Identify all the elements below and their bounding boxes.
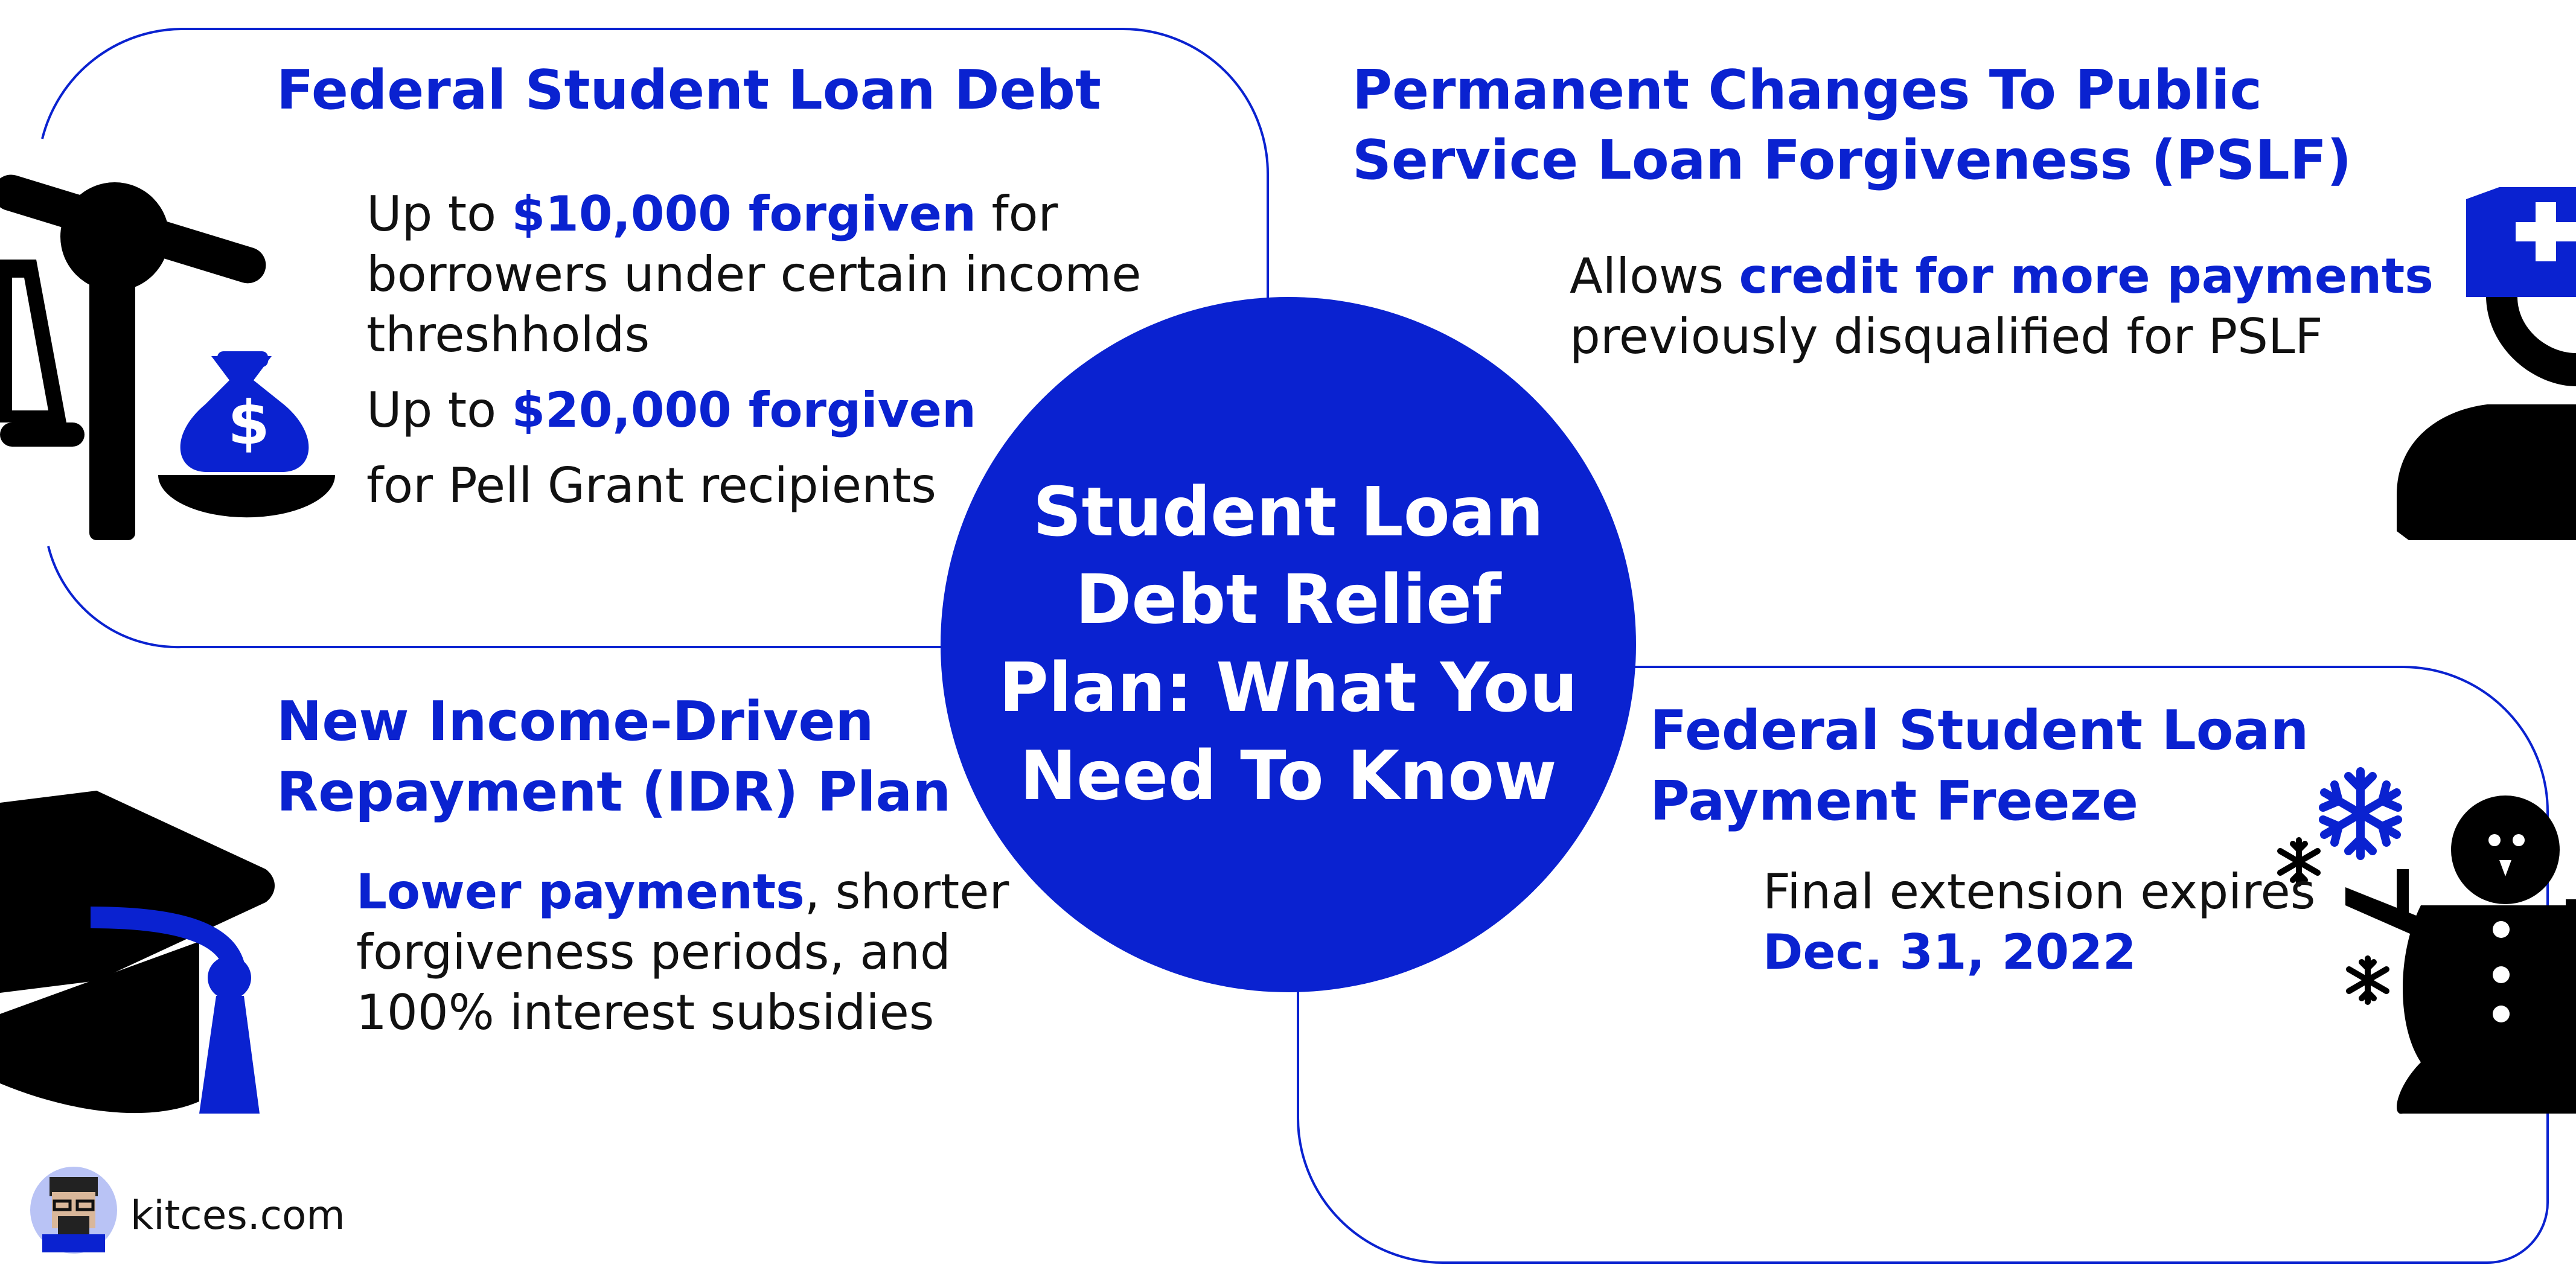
freeze-title-line2: Payment Freeze <box>1650 770 2139 833</box>
freeze-body: Final extension expires Dec. 31, 2022 <box>1763 862 2342 983</box>
federal-debt-line1-post: for borrowers under certain income thres… <box>366 186 1142 363</box>
snowflake-icon-small-left <box>2277 837 2321 887</box>
pslf-body-pre: Allows <box>1570 248 1739 304</box>
idr-title-line1: New Income-Driven <box>276 690 874 753</box>
pslf-body: Allows credit for more payments previous… <box>1570 246 2475 367</box>
idr-body: Lower payments, shorter forgiveness peri… <box>356 862 1020 1043</box>
federal-debt-title: Federal Student Loan Debt <box>276 59 1101 122</box>
snowflake-icon-large <box>2319 767 2402 860</box>
center-circle: Student Loan Debt Relief Plan: What You … <box>941 297 1636 992</box>
idr-body-post: , shorter forgiveness periods, and 100% … <box>356 864 1009 1041</box>
snowman-icon <box>2345 795 2576 1114</box>
idr-body-highlight: Lower payments <box>356 864 805 920</box>
freeze-title-line1: Federal Student Loan <box>1650 699 2309 762</box>
federal-debt-line1: Up to $10,000 forgiven for borrowers und… <box>366 184 1224 365</box>
federal-debt-line2-pre: Up to <box>366 382 512 438</box>
federal-debt-line2: Up to $20,000 forgiven <box>366 380 976 441</box>
freeze-body-pre: Final extension expires <box>1763 864 2316 920</box>
center-title: Student Loan Debt Relief Plan: What You … <box>999 473 1578 815</box>
avatar-icon <box>30 1167 117 1254</box>
nurse-icon <box>2397 187 2576 540</box>
card-outline-federal-debt <box>41 28 1269 299</box>
idr-title-line2: Repayment (IDR) Plan <box>276 760 951 824</box>
card-outline-federal-debt-bottom <box>47 546 948 649</box>
pslf-title-line1: Permanent Changes To Public <box>1352 59 2262 122</box>
federal-debt-amount-20000: $20,000 forgiven <box>511 382 977 438</box>
federal-debt-line3: for Pell Grant recipients <box>366 457 936 514</box>
svg-text:$: $ <box>228 387 270 458</box>
scale-with-money-bag-icon: $ <box>0 174 335 540</box>
federal-debt-line1-pre: Up to <box>366 186 512 242</box>
graduation-cap-icon <box>0 791 275 1114</box>
pslf-body-post: previously disqualified for PSLF <box>1570 308 2323 365</box>
brand-site-text: kitces.com <box>130 1192 345 1239</box>
pslf-title-line2: Service Loan Forgiveness (PSLF) <box>1352 129 2352 192</box>
federal-debt-amount-10000: $10,000 forgiven <box>511 186 977 242</box>
snowflake-icon-small-bottom <box>2346 955 2389 1005</box>
card-outline-freeze <box>1297 666 2549 1264</box>
freeze-body-highlight: Dec. 31, 2022 <box>1763 924 2137 980</box>
pslf-body-highlight: credit for more payments <box>1739 248 2434 304</box>
